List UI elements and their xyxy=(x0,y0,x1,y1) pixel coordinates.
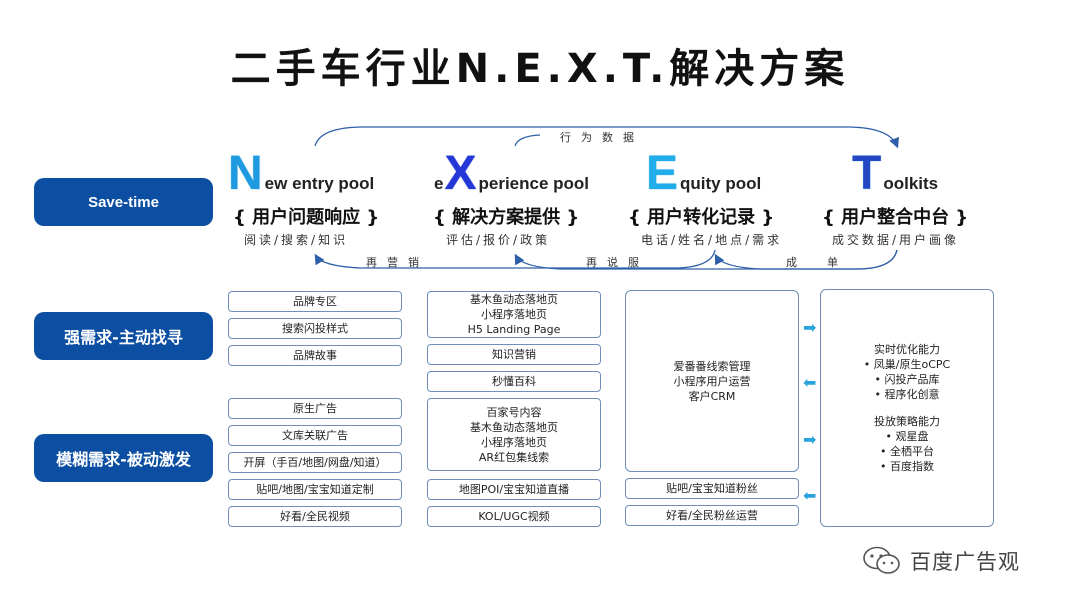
wechat-icon xyxy=(863,546,900,574)
sub-solution: { 解决方案提供 } xyxy=(433,207,580,228)
box-tieba-custom: 贴吧/地图/宝宝知道定制 xyxy=(228,479,402,500)
letter-e: E xyxy=(646,147,679,200)
header-pre-text: e xyxy=(434,174,444,193)
save-time-pill: Save-time xyxy=(34,178,213,226)
box-knowledge-marketing: 知识营销 xyxy=(427,344,601,365)
realtime-item: • 程序化创意 xyxy=(874,388,940,401)
arc-bottom-3 xyxy=(714,249,898,270)
box-line: 客户CRM xyxy=(688,389,736,403)
arrow-left-icon: ⬅ xyxy=(803,486,817,505)
box-baijiahao: 百家号内容 基木鱼动态落地页 小程序落地页 AR红包集线索 xyxy=(427,398,601,471)
box-brand-zone: 品牌专区 xyxy=(228,291,402,312)
box-search-flash: 搜索闪投样式 xyxy=(228,318,402,339)
box-line: 基木鱼动态落地页 xyxy=(470,293,558,306)
box-map-poi-live: 地图POI/宝宝知道直播 xyxy=(427,479,601,500)
box-native-ad: 原生广告 xyxy=(228,398,402,419)
box-line: H5 Landing Page xyxy=(467,323,561,336)
box-line: 基木鱼动态落地页 xyxy=(470,420,558,434)
box-landing-pages: 基木鱼动态落地页 小程序落地页 H5 Landing Page xyxy=(427,291,601,338)
strong-demand-pill: 强需求-主动找寻 xyxy=(34,312,213,360)
sub-integration: { 用户整合中台 } xyxy=(822,207,969,228)
box-baike: 秒懂百科 xyxy=(427,371,601,392)
desc-col3: 电话/姓名/地点/需求 xyxy=(641,233,783,247)
box-splash-screen: 开屏（手百/地图/网盘/知道） xyxy=(228,452,402,473)
vague-demand-pill: 模糊需求-被动激发 xyxy=(34,434,213,482)
box-line: AR红包集线索 xyxy=(478,450,550,464)
realtime-item: • 凤巢/原生oCPC xyxy=(863,358,951,371)
arc-label-behavior-data: 行为数据 xyxy=(560,131,644,144)
letter-n: N xyxy=(228,147,263,200)
arc-top-2 xyxy=(514,134,541,147)
arc-label-close-deal: 成单 xyxy=(786,256,868,269)
sub-user-question: { 用户问题响应 } xyxy=(233,207,380,228)
desc-col2: 评估/报价/政策 xyxy=(446,233,551,247)
desc-col4: 成交数据/用户画像 xyxy=(832,233,960,247)
box-brand-story: 品牌故事 xyxy=(228,345,402,366)
header-experience-pool: e X perience pool xyxy=(434,150,589,198)
header-new-entry-pool: N ew entry pool xyxy=(228,150,374,198)
box-line: 小程序用户运营 xyxy=(673,374,751,388)
box-line: 爱番番线索管理 xyxy=(673,359,751,373)
realtime-item: • 闪投产品库 xyxy=(874,373,940,386)
arrow-left-icon: ⬅ xyxy=(803,373,817,392)
page-title: 二手车行业N.E.X.T.解决方案 xyxy=(230,46,850,92)
header-equity-pool: E quity pool xyxy=(646,150,761,198)
header-rest-text: quity pool xyxy=(680,174,762,193)
box-line: 小程序落地页 xyxy=(481,308,547,321)
header-rest-text: oolkits xyxy=(883,174,939,193)
strategy-item: • 百度指数 xyxy=(880,460,934,473)
letter-x: X xyxy=(444,147,477,200)
box-line: 小程序落地页 xyxy=(481,435,547,449)
box-wenku-ad: 文库关联广告 xyxy=(228,425,402,446)
arc-label-remarketing: 再营销 xyxy=(366,256,429,269)
box-crm: 爱番番线索管理 小程序用户运营 客户CRM xyxy=(625,290,799,472)
header-rest-text: ew entry pool xyxy=(264,174,375,193)
box-line: 百家号内容 xyxy=(486,405,542,419)
box-haokan-fans: 好看/全民粉丝运营 xyxy=(625,505,799,526)
toolkits-capabilities: 实时优化能力 • 凤巢/原生oCPC • 闪投产品库 • 程序化创意 投放策略能… xyxy=(820,289,994,527)
strategy-heading: 投放策略能力 xyxy=(874,415,940,428)
arrow-right-icon: ➡ xyxy=(803,430,817,449)
header-toolkits: T oolkits xyxy=(852,150,938,198)
letter-t: T xyxy=(852,147,882,200)
strategy-item: • 观星盘 xyxy=(885,430,929,443)
arc-top-1 xyxy=(314,126,900,149)
strategy-item: • 全栖平台 xyxy=(880,445,934,458)
realtime-heading: 实时优化能力 xyxy=(874,343,940,356)
header-rest-text: perience pool xyxy=(478,174,590,193)
watermark: 百度广告观 xyxy=(862,545,1020,577)
watermark-text: 百度广告观 xyxy=(910,550,1020,574)
arc-label-repersuade: 再说服 xyxy=(586,256,649,269)
box-haokan-video: 好看/全民视频 xyxy=(228,506,402,527)
arrow-right-icon: ➡ xyxy=(803,318,817,337)
desc-col1: 阅读/搜索/知识 xyxy=(244,233,349,247)
sub-conversion: { 用户转化记录 } xyxy=(628,207,775,228)
arc-bottom-1 xyxy=(314,249,716,269)
box-kol-ugc: KOL/UGC视频 xyxy=(427,506,601,527)
box-tieba-fans: 贴吧/宝宝知道粉丝 xyxy=(625,478,799,499)
